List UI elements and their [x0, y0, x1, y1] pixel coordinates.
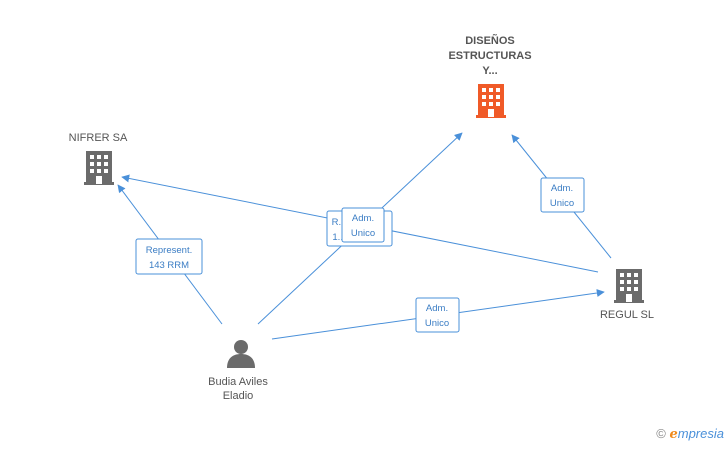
badge-line-2: Unico: [550, 198, 574, 209]
person-icon: [227, 340, 255, 368]
node-budia[interactable]: Budia Aviles Eladio: [208, 340, 268, 402]
node-label: NIFRER SA: [69, 132, 128, 144]
node-label: REGUL SL: [600, 309, 654, 321]
badge-line-2: Unico: [425, 318, 449, 329]
badge-line-1: Adm.: [426, 303, 448, 314]
brand-logo: © empresia: [656, 426, 724, 442]
badge-line-1: Represent.: [146, 245, 192, 256]
badge-line-2: 143 RRM: [149, 260, 189, 271]
building-icon: [476, 84, 506, 118]
node-label-line-2: ESTRUCTURAS: [448, 50, 531, 62]
brand-name: mpresia: [677, 426, 724, 441]
node-regul[interactable]: REGUL SL: [600, 269, 654, 321]
badge-line-2: Unico: [351, 228, 375, 239]
node-label-line-1: DISEÑOS: [465, 34, 515, 47]
edge-badge-budia-regul[interactable]: Adm. Unico: [415, 297, 460, 333]
node-nifrer[interactable]: NIFRER SA: [69, 132, 128, 185]
edge-badge-budia-nifrer[interactable]: Represent. 143 RRM: [135, 238, 203, 275]
badge-line-1: Adm.: [352, 213, 374, 224]
badge-line-1: R...: [332, 217, 347, 228]
copyright-icon: ©: [656, 426, 666, 441]
brand-e: e: [669, 427, 678, 442]
node-label-line-1: Budia Aviles: [208, 376, 268, 388]
edge-badge-regul-disenos[interactable]: Adm. Unico: [540, 177, 585, 213]
node-disenos[interactable]: DISEÑOS ESTRUCTURAS Y...: [448, 34, 532, 118]
node-label-line-2: Eladio: [223, 390, 254, 402]
building-icon: [84, 151, 114, 185]
node-label-line-3: Y...: [482, 65, 497, 77]
badge-line-2: 1...: [332, 232, 345, 243]
edge-badge-budia-disenos[interactable]: Adm. Unico: [341, 207, 385, 243]
badge-line-1: Adm.: [551, 183, 573, 194]
building-icon: [614, 269, 644, 303]
